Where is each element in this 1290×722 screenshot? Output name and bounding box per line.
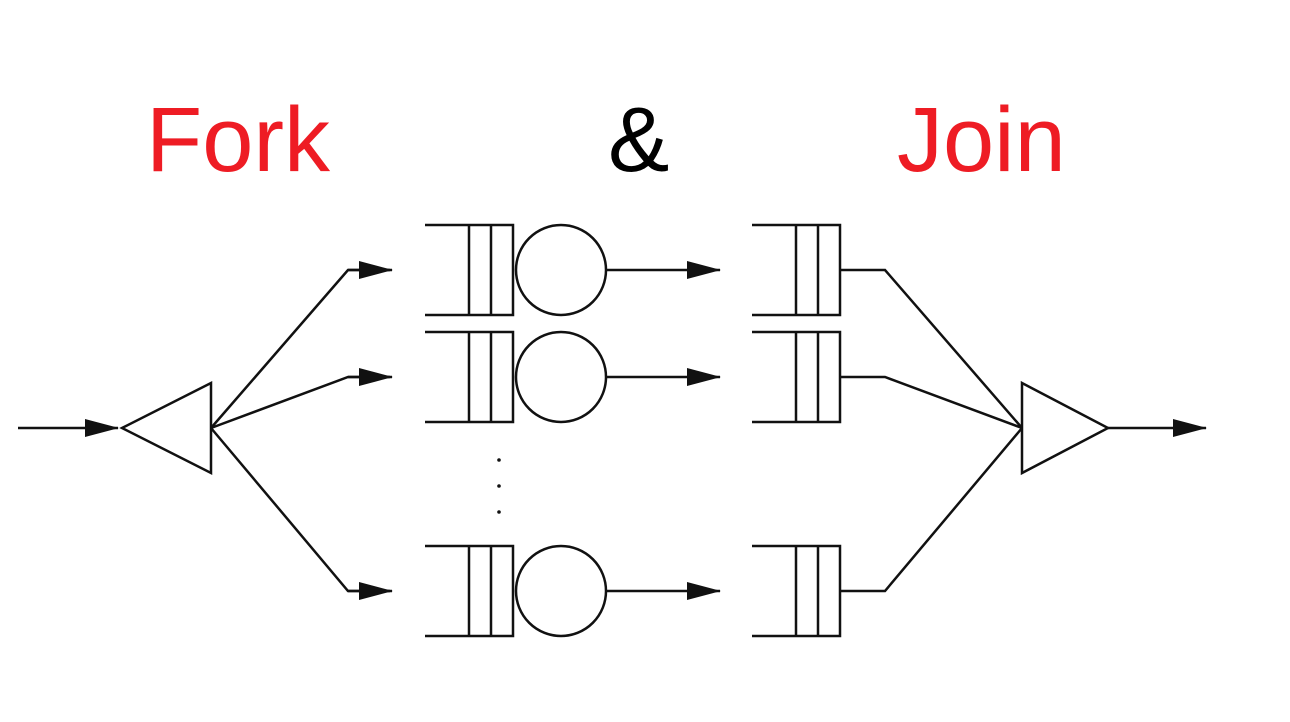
ellipsis-dot — [497, 458, 501, 462]
server-circle — [514, 223, 608, 317]
fork-node-triangle — [119, 380, 213, 476]
fork-branch-line — [210, 375, 390, 430]
ellipsis-dot — [497, 484, 501, 488]
fork-branch-line — [210, 427, 390, 593]
fork-branch-line — [210, 268, 390, 429]
title-join: Join — [897, 89, 1066, 191]
join-node-triangle — [1020, 380, 1111, 476]
title-ampersand: & — [608, 89, 670, 191]
join-branch-line — [840, 268, 1023, 429]
join-branch-line — [840, 427, 1023, 593]
title-fork: Fork — [146, 89, 330, 191]
server-circle — [514, 330, 608, 424]
ellipsis-dot — [497, 510, 501, 514]
server-circle — [514, 544, 608, 638]
join-branch-line — [840, 375, 1023, 430]
